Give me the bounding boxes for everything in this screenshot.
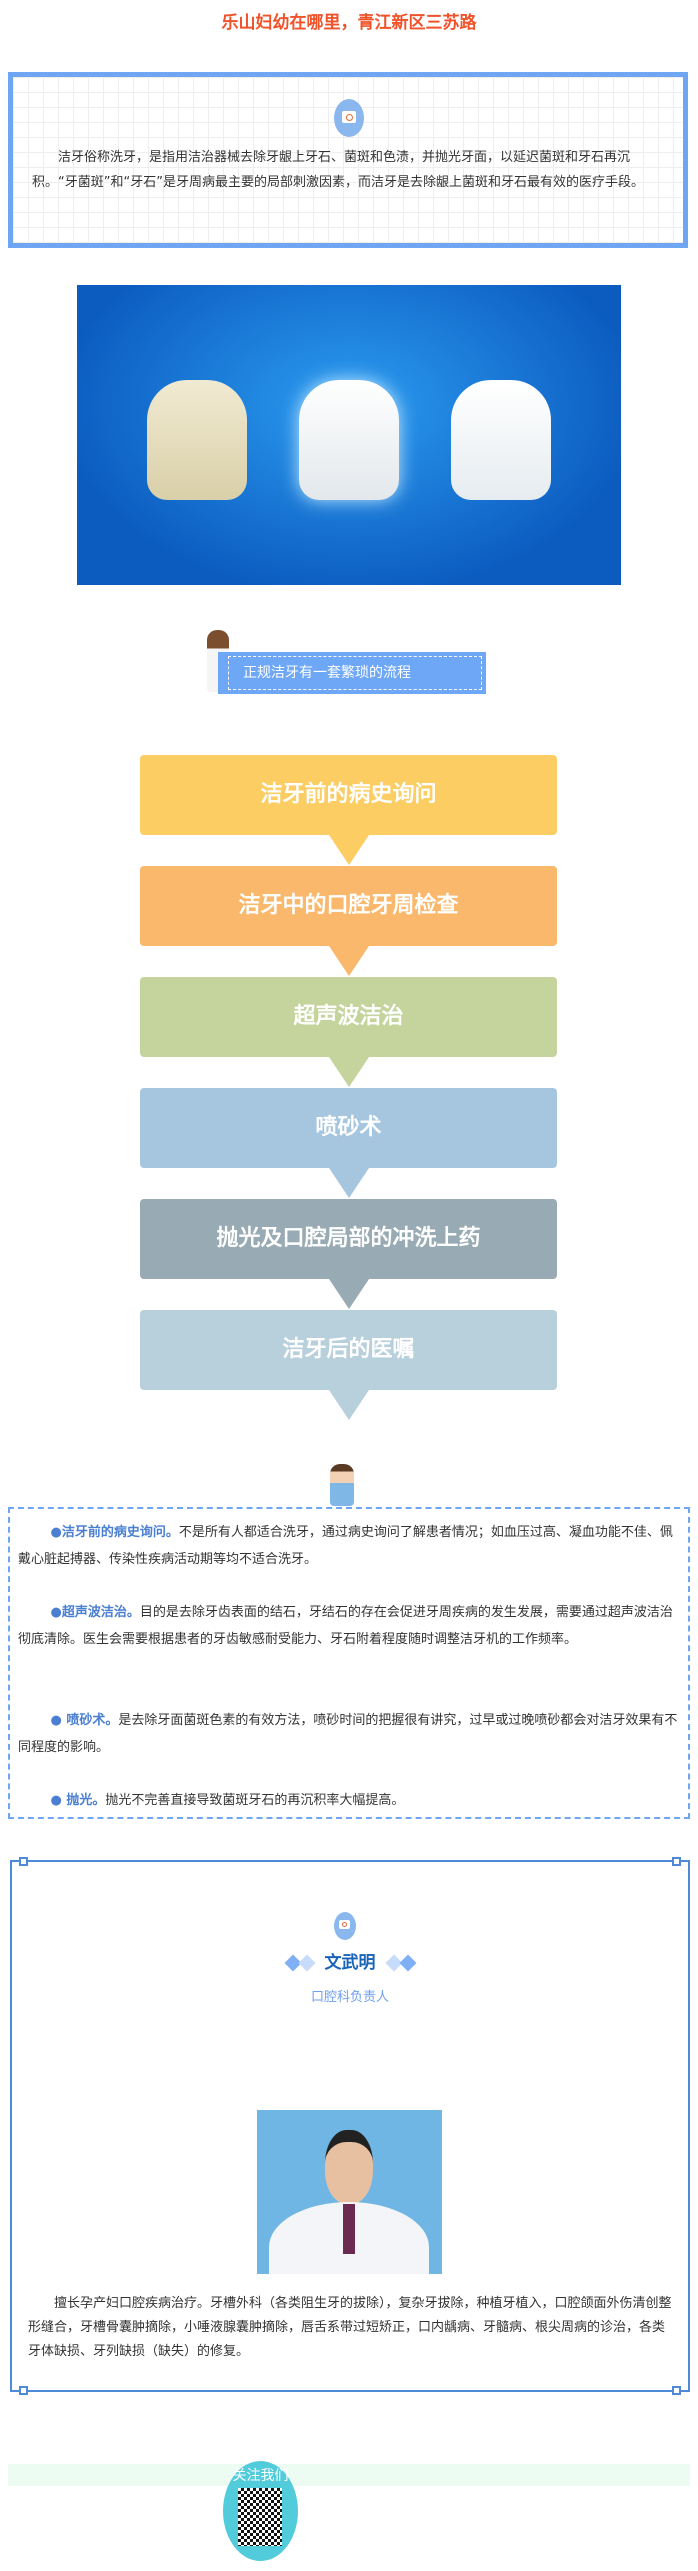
footer-band	[8, 2464, 690, 2486]
flow-step: 抛光及口腔局部的冲洗上药	[140, 1199, 557, 1309]
intro-card: 洁牙俗称洗牙，是指用洁治器械去除牙龈上牙石、菌斑和色渍，并抛光牙面，以延迟菌斑和…	[8, 72, 688, 248]
tip-text: 是去除牙面菌斑色素的有效方法，喷砂时间的把握很有讲究，过早或过晚喷砂都会对洁牙效…	[18, 1713, 678, 1755]
diamond-icon	[399, 1954, 416, 1972]
doctor-photo	[257, 2110, 442, 2274]
tie	[343, 2204, 355, 2254]
flow-step: 洁牙后的医嘱	[140, 1310, 557, 1420]
doctor-role: 口腔科负责人	[310, 1990, 389, 2005]
intro-text: 洁牙俗称洗牙，是指用洁治器械去除牙龈上牙石、菌斑和色渍，并抛光牙面，以延迟菌斑和…	[32, 150, 644, 190]
diamond-icon	[298, 1954, 315, 1972]
tips-box: ●洁牙前的病史询问。不是所有人都适合洗牙，通过病史询问了解患者情况；如血压过高、…	[8, 1507, 690, 1819]
tip-title: ● 喷砂术。	[50, 1713, 119, 1728]
qr-badge: 关注我们	[223, 2461, 298, 2561]
medical-kit-icon	[334, 1912, 356, 1940]
headline: 乐山妇幼在哪里，青江新区三苏路	[221, 13, 477, 33]
doctor-profile-card: 文武明 口腔科负责人 擅长孕产妇口腔疾病治疗。牙槽外科（各类阻生牙的拔除），复杂…	[10, 1857, 690, 2395]
medical-kit-icon	[334, 99, 364, 137]
tip-title: ● 抛光。	[50, 1793, 106, 1808]
tip-item: ● 抛光。抛光不完善直接导致菌斑牙石的再沉积率大幅提高。	[18, 1787, 678, 1814]
tip-item: ● 喷砂术。是去除牙面菌斑色素的有效方法，喷砂时间的把握很有讲究，过早或过晚喷砂…	[18, 1707, 678, 1761]
tip-item: ●洁牙前的病史询问。不是所有人都适合洗牙，通过病史询问了解患者情况；如血压过高、…	[18, 1519, 678, 1573]
doctor-illustration	[330, 1464, 354, 1506]
cleaning-tooth-icon	[299, 380, 399, 500]
teeth-image	[77, 285, 621, 585]
corner-handle	[672, 2386, 681, 2395]
tip-item: ●超声波洁治。目的是去除牙齿表面的结石，牙结石的存在会促进牙周疾病的发生发展，需…	[18, 1599, 678, 1653]
flow-step: 超声波洁治	[140, 977, 557, 1087]
doctor-name-row: 文武明	[12, 1948, 688, 1973]
face-shape	[325, 2130, 373, 2204]
corner-handle	[672, 1857, 681, 1866]
tip-text: 抛光不完善直接导致菌斑牙石的再沉积率大幅提高。	[105, 1793, 405, 1808]
flow-title: 正规洁牙有一套繁琐的流程	[228, 656, 482, 690]
tip-title: ●超声波洁治。	[50, 1605, 140, 1620]
doctor-name: 文武明	[324, 1953, 376, 1973]
follow-label: 关注我们	[232, 2468, 289, 2484]
corner-handle	[19, 2386, 28, 2395]
flow-step: 洁牙中的口腔牙周检查	[140, 866, 557, 976]
flow-step: 洁牙前的病史询问	[140, 755, 557, 865]
yellow-tooth-icon	[147, 380, 247, 500]
corner-handle	[19, 1857, 28, 1866]
flow-title-banner: 正规洁牙有一套繁琐的流程	[218, 652, 486, 694]
tip-text: 不是所有人都适合洗牙，通过病史询问了解患者情况；如血压过高、凝血功能不佳、佩戴心…	[18, 1525, 673, 1567]
qr-code-icon[interactable]	[238, 2488, 282, 2546]
tip-text: 目的是去除牙齿表面的结石，牙结石的存在会促进牙周疾病的发生发展，需要通过超声波洁…	[18, 1605, 673, 1647]
white-tooth-icon	[451, 380, 551, 500]
doctor-bio: 擅长孕产妇口腔疾病治疗。牙槽外科（各类阻生牙的拔除），复杂牙拔除，种植牙植入，口…	[28, 2296, 672, 2359]
tip-title: ●洁牙前的病史询问。	[50, 1525, 179, 1540]
flow-step: 喷砂术	[140, 1088, 557, 1198]
